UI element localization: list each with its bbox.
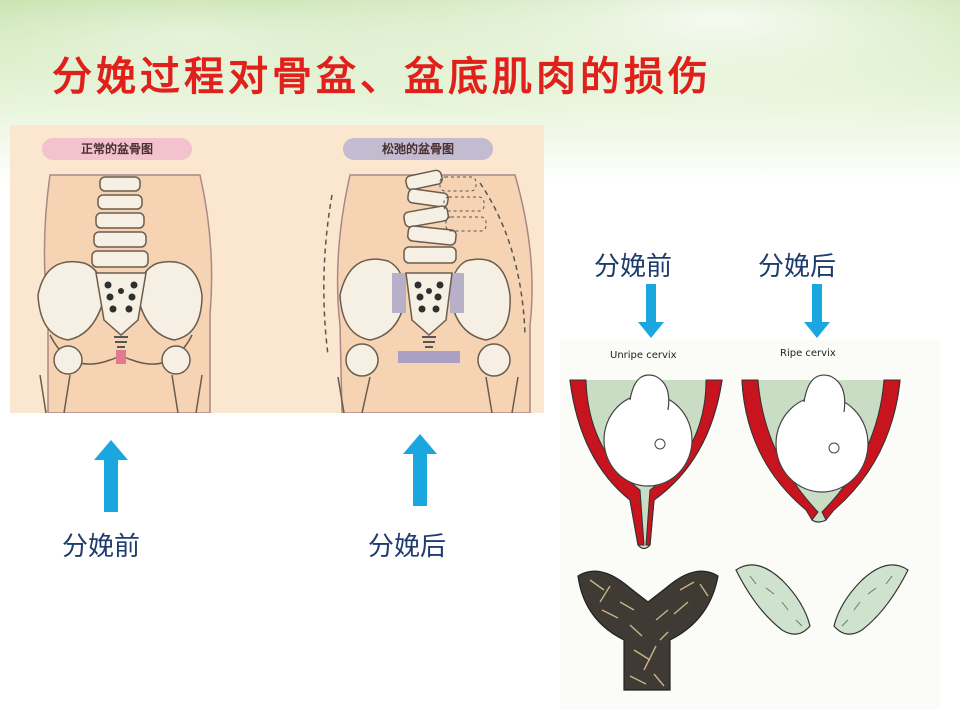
normal-pelvis [37, 174, 213, 413]
loose-pelvis-tag: 松弛的盆骨图 [343, 138, 493, 160]
slide-title: 分娩过程对骨盆、盆底肌肉的损伤 [52, 53, 712, 100]
down-arrow-icon [804, 284, 830, 338]
unripe-cervix-label: Unripe cervix [610, 350, 677, 361]
up-arrow-icon [403, 434, 437, 506]
cervix-illustration [560, 340, 940, 710]
cervix-illustration-panel: Unripe cervix Ripe cervix [560, 340, 940, 710]
up-arrow-icon [94, 440, 128, 512]
right-after-label: 分娩后 [758, 252, 837, 282]
right-before-label: 分娩前 [594, 252, 673, 282]
left-before-label: 分娩前 [62, 532, 141, 562]
pelvis-illustration [37, 169, 533, 413]
down-arrow-icon [638, 284, 664, 338]
ripe-cervix-tissue [735, 564, 909, 635]
ripe-uterus [741, 374, 901, 523]
normal-pelvis-tag: 正常的盆骨图 [42, 138, 192, 160]
left-after-label: 分娩后 [368, 532, 447, 562]
unripe-cervix-tissue [577, 570, 719, 691]
pelvis-illustration-panel [10, 125, 544, 413]
unripe-uterus [569, 374, 723, 550]
loose-pelvis [323, 169, 533, 413]
ripe-cervix-label: Ripe cervix [780, 348, 836, 359]
